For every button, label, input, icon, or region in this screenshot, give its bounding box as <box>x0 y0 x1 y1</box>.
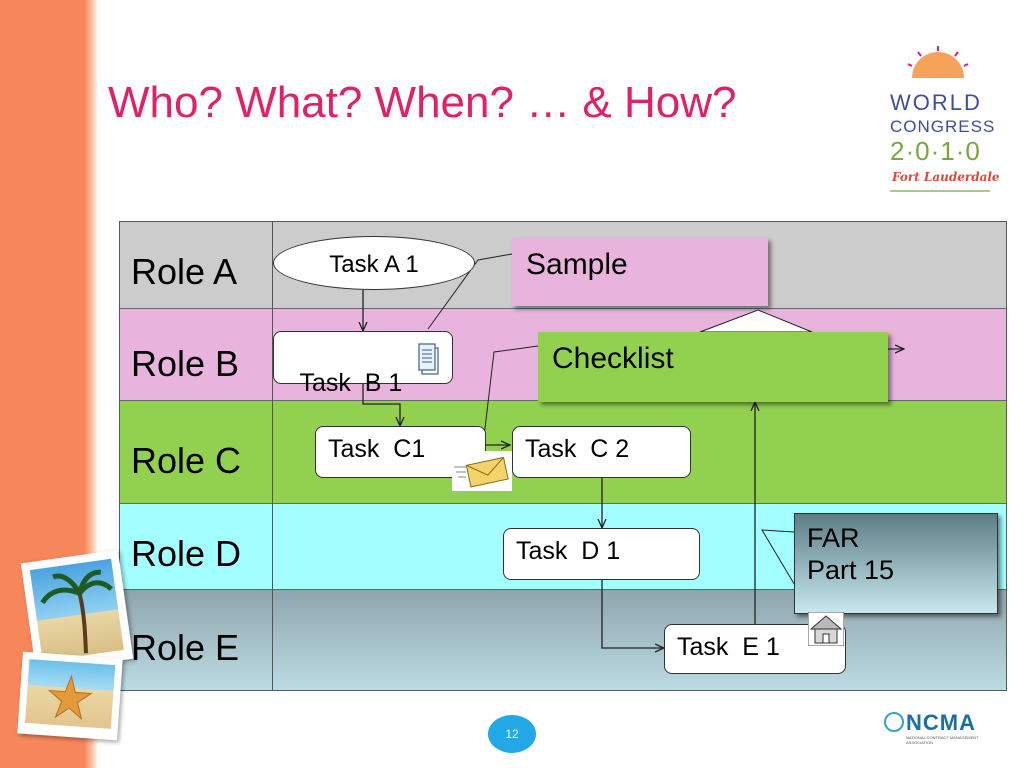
palm-tree-icon <box>40 569 113 654</box>
envelope-icon <box>454 456 509 488</box>
logo-rule <box>890 190 990 192</box>
swimlane-grid <box>119 221 1007 691</box>
sample-pointer <box>427 253 513 330</box>
ncma-logo-text: NCMA <box>906 710 976 735</box>
lane-divider <box>120 503 1006 504</box>
beach-starfish-photo-image <box>25 659 116 729</box>
task-a1: Task A 1 <box>273 236 475 290</box>
logo-world-text: WORLD <box>890 90 982 115</box>
beach-palm-photo <box>20 549 134 673</box>
task-d1: Task D 1 <box>503 528 700 580</box>
arrow-d1-e1 <box>601 580 664 648</box>
role-label-d: Role D <box>131 533 242 574</box>
lane-divider <box>120 589 1006 590</box>
logo-congress-text: CONGRESS <box>890 117 996 136</box>
checklist-notch <box>699 309 813 333</box>
ncma-logo: NCMA NATIONAL CONTRACT MANAGEMENT ASSOCI… <box>884 710 1004 746</box>
lane-divider <box>120 308 1006 309</box>
beach-palm-photo-image <box>29 558 124 662</box>
ncma-tagline: NATIONAL CONTRACT MANAGEMENT ASSOCIATION <box>906 735 979 745</box>
globe-icon <box>884 712 904 732</box>
task-c2: Task C 2 <box>512 426 691 478</box>
checklist-callout: Checklist <box>538 332 888 402</box>
sun-icon <box>907 46 969 78</box>
starfish-icon <box>47 674 93 721</box>
house-icon <box>808 612 844 646</box>
checklist-pointer <box>483 345 539 438</box>
far-part-15-callout: FAR Part 15 <box>794 513 998 614</box>
role-column-divider <box>272 222 273 690</box>
document-icon <box>418 343 439 375</box>
logo-year-text: 2·0·1·0 <box>890 136 981 166</box>
beach-starfish-photo <box>17 651 123 741</box>
task-b1-label: Task B 1 <box>299 369 403 397</box>
task-b1: Task B 1 <box>273 331 453 397</box>
arrow-b1-c1 <box>362 384 400 426</box>
world-congress-logo: WORLD CONGRESS 2·0·1·0 Fort Lauderdale <box>880 20 1004 196</box>
logo-city-text: Fort Lauderdale <box>892 170 1000 184</box>
sample-callout: Sample <box>512 238 768 306</box>
page-number-badge: 12 <box>488 715 536 753</box>
envelope-icon-frame <box>452 451 512 491</box>
role-label-e: Role E <box>131 627 240 668</box>
role-label-c: Role C <box>131 440 242 481</box>
role-label-b: Role B <box>131 343 240 384</box>
slide-title: Who? What? When? … & How? <box>108 78 737 127</box>
role-label-a: Role A <box>131 251 238 292</box>
